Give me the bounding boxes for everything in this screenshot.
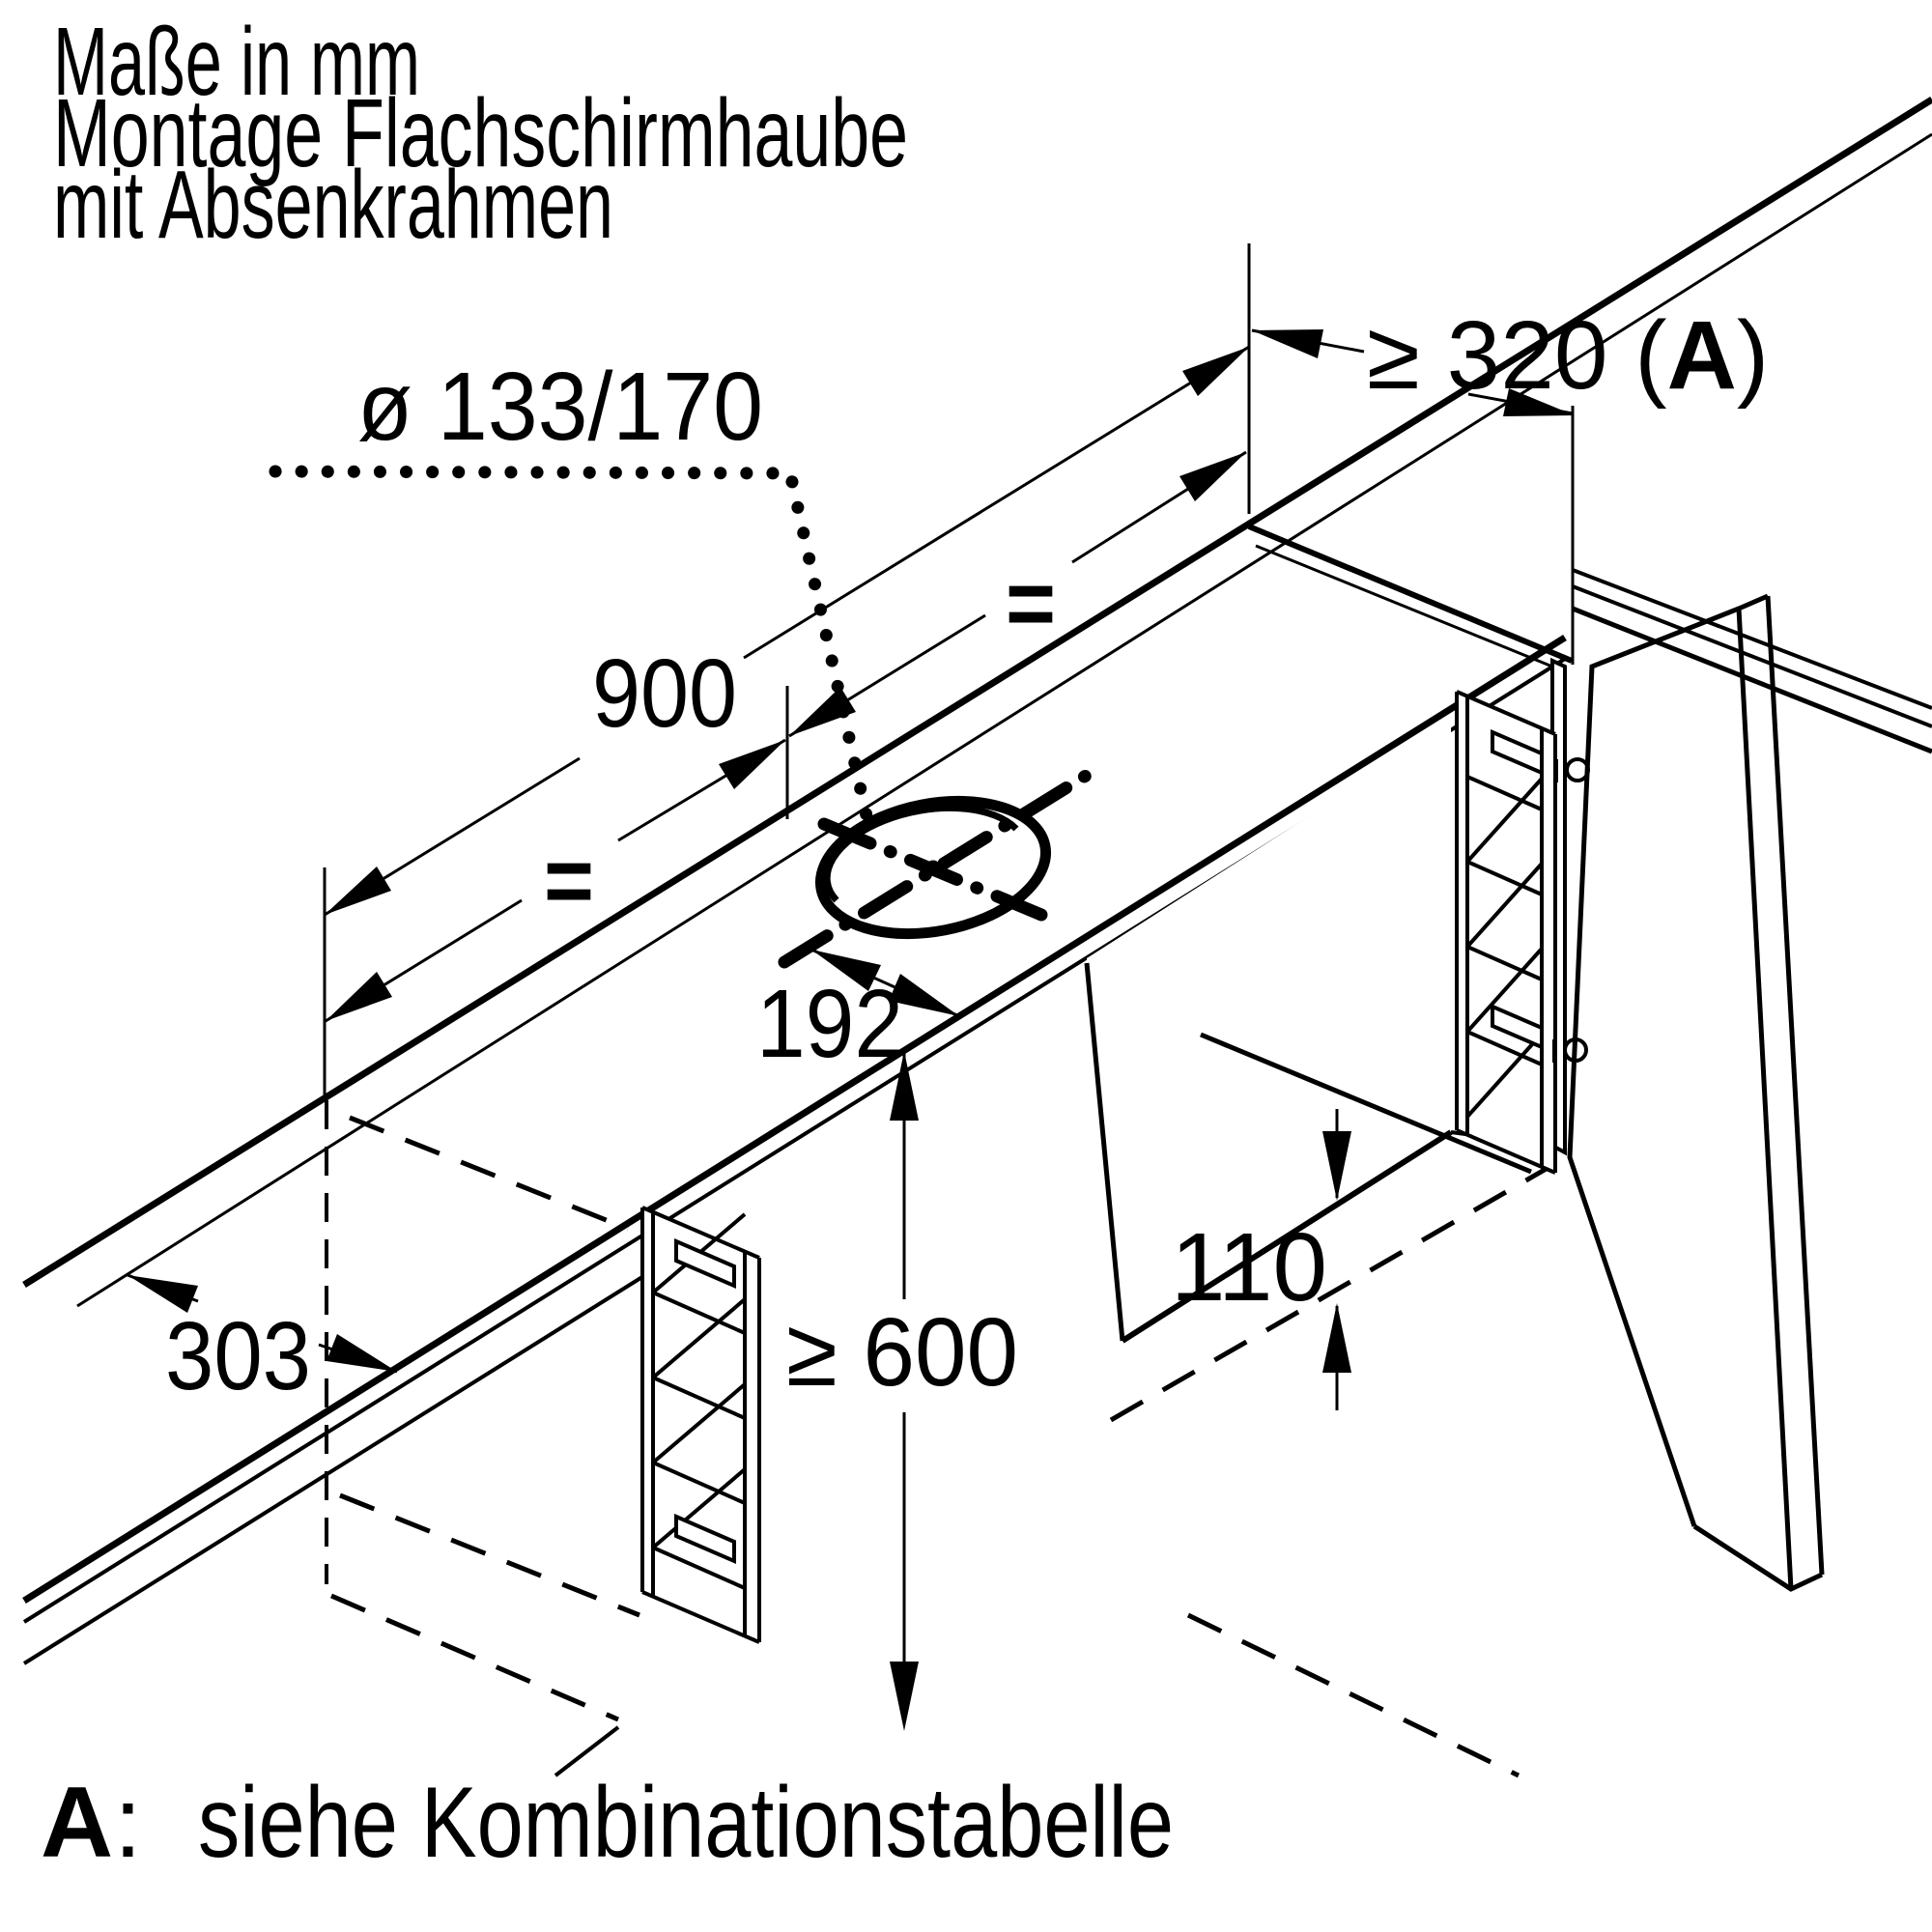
hood-side-bottom-edge xyxy=(1200,1032,1532,1175)
arrowhead xyxy=(1503,388,1575,416)
arrowhead xyxy=(1179,452,1246,501)
footnote-colon: : xyxy=(114,1767,142,1879)
dimension-centering xyxy=(325,450,1247,1023)
hood-body xyxy=(1084,725,1532,1344)
door-face-right-edge xyxy=(1736,608,1794,1590)
dimension-320 xyxy=(1251,328,1575,416)
door-thickness-edge xyxy=(1765,595,1825,1576)
hob-reference-tick xyxy=(554,1725,620,1777)
arrowhead xyxy=(325,867,391,915)
arrowhead xyxy=(789,687,856,736)
arrowhead xyxy=(1322,1303,1351,1373)
arrowhead xyxy=(128,1275,198,1313)
extension-lines xyxy=(323,243,1575,1100)
left-vent-grille xyxy=(640,1206,761,1644)
arrowhead xyxy=(719,740,785,789)
equal-sign-left: = xyxy=(544,827,594,935)
arrowhead xyxy=(889,974,959,1016)
hole-to-front-label: 192 xyxy=(756,970,903,1078)
arrowhead xyxy=(1182,347,1249,396)
page-title-line2: Montage Flachschirmhaube xyxy=(53,79,908,187)
arrowhead xyxy=(811,950,881,991)
cabinet-width-label: 900 xyxy=(592,639,737,748)
duct-diameter-leader xyxy=(269,465,876,836)
side-clearance-label: ≥ 320 (A) xyxy=(1367,301,1769,410)
niche-depth-label: 303 xyxy=(165,1302,311,1410)
frame-height-label: 110 xyxy=(1171,1213,1327,1321)
dimension-600 xyxy=(890,1051,919,1731)
door-left-and-top-edge xyxy=(1567,593,1769,1527)
duct-diameter-label: ø 133/170 xyxy=(357,353,763,461)
page-title-line1: Maße in mm xyxy=(53,8,420,116)
cabinet-back-edge xyxy=(22,97,1932,1308)
min-distance-hob-label: ≥ 600 xyxy=(786,1298,1018,1406)
grille-clip xyxy=(1491,1003,1544,1051)
footnote-ref: A xyxy=(41,1767,113,1879)
door-bottom-edge xyxy=(1692,1523,1824,1592)
arrowhead xyxy=(890,1051,919,1121)
duct-hole xyxy=(778,769,1093,969)
arrowhead xyxy=(327,1334,397,1372)
labels: Maße in mm Montage Flachschirmhaube mit … xyxy=(41,8,1769,1879)
right-wall-rails xyxy=(1572,568,1932,754)
dimension-303 xyxy=(127,1273,398,1374)
arrowhead xyxy=(890,1662,919,1731)
hinge-pins xyxy=(1552,757,1590,1063)
grille-clip xyxy=(1491,728,1544,777)
arrowhead xyxy=(326,972,392,1021)
dimension-900 xyxy=(324,345,1250,917)
hidden-edges-dashed xyxy=(325,1100,1551,1778)
grille-clip xyxy=(674,1513,736,1565)
equal-sign-right: = xyxy=(1006,550,1056,658)
arrowhead xyxy=(1252,329,1323,358)
page-title-line3: mit Absenkrahmen xyxy=(53,151,613,259)
footnote-text: siehe Kombinationstabelle xyxy=(198,1767,1174,1879)
dimension-110 xyxy=(1322,1109,1351,1410)
dimension-192 xyxy=(810,948,960,1018)
hole-inner-rim xyxy=(823,804,1019,903)
right-vent-grille xyxy=(1455,690,1557,1175)
hole-center-dot xyxy=(925,860,941,875)
grille-clip xyxy=(674,1237,736,1290)
arrowhead xyxy=(1322,1131,1351,1201)
open-door-panel xyxy=(1567,593,1825,1592)
